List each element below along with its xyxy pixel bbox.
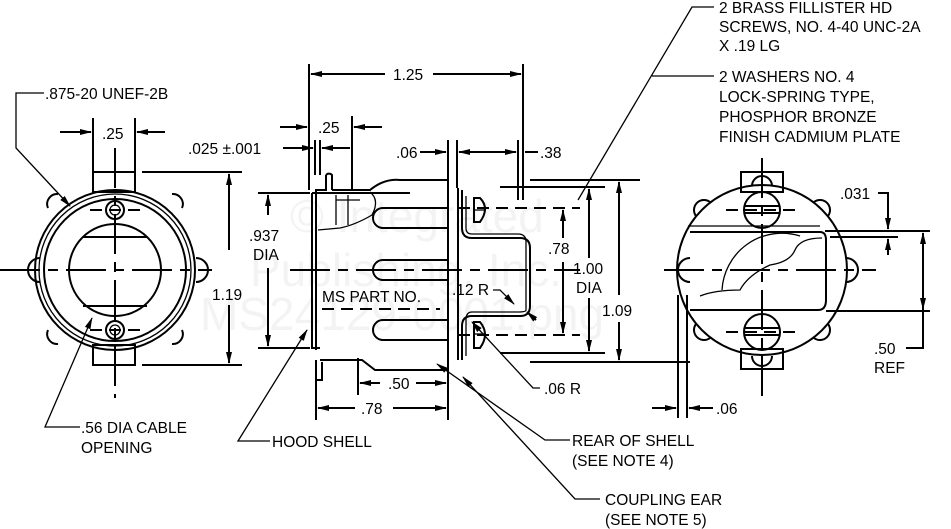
hood-body (320, 178, 449, 371)
body-length-dim: .78 (361, 401, 383, 418)
inner-dia-value: .937 (249, 228, 279, 245)
wall-thickness-dim: .025 ±.001 (188, 141, 261, 158)
front-height-dim: 1.19 (212, 287, 242, 304)
hood-shell-label: HOOD SHELL (272, 434, 372, 451)
rear-ear-thickness-dim: .06 (716, 401, 738, 418)
corner-radius-dim: .06 R (544, 381, 581, 398)
watermark: © Integrated Publishing, Inc. MS24129-00… (200, 190, 604, 340)
slot-length-dim: .50 (388, 376, 410, 393)
ref-value-dim: .50 (874, 341, 896, 358)
front-ear-width-dim: .25 (102, 126, 124, 143)
offset-dim: .031 (840, 186, 870, 203)
cable-opening-label-2: OPENING (81, 440, 152, 457)
inner-dia-unit: DIA (253, 247, 280, 264)
side-view: MS PART NO. 1.25 .25 (188, 64, 722, 529)
front-view: .25 1.19 .875-20 UNEF-2B .56 DIA CABLE O… (0, 86, 242, 457)
screws-note-line1: 2 BRASS FILLISTER HD (719, 0, 892, 17)
washers-note-line4: FINISH CADMIUM PLATE (719, 129, 900, 146)
flange-width-dim: .25 (318, 120, 340, 137)
coupling-ear-label-1: COUPLING EAR (605, 492, 722, 509)
overall-height-dim: 1.09 (602, 303, 632, 320)
ms-part-number-label: MS PART NO. (322, 289, 421, 306)
rear-of-shell-label-1: REAR OF SHELL (572, 433, 695, 450)
ear-spacing-dim: .78 (548, 241, 570, 258)
ear-length-dim: .38 (540, 145, 562, 162)
cable-opening-label-1: .56 DIA CABLE (81, 420, 187, 437)
front-screw-top (90, 200, 143, 220)
rear-of-shell-label-2: (SEE NOTE 4) (572, 453, 674, 470)
washers-note-line3: PHOSPHOR BRONZE (719, 109, 877, 126)
outer-dia-value: 1.00 (573, 261, 604, 278)
screws-leader (577, 6, 714, 201)
thread-callout: .875-20 UNEF-2B (45, 86, 168, 103)
screws-note-line2: SCREWS, NO. 4-40 UNC-2A (719, 19, 921, 36)
watermark-line1: © Integrated (290, 190, 544, 242)
ear-thickness-dim: .06 (396, 145, 418, 162)
side-screw-top (473, 197, 486, 223)
hardware-notes: 2 BRASS FILLISTER HD SCREWS, NO. 4-40 UN… (577, 0, 921, 201)
front-screw-bottom (90, 320, 143, 340)
overall-length-dim: 1.25 (393, 67, 423, 84)
washers-note-line2: LOCK-SPRING TYPE, (719, 89, 875, 106)
rear-view: .031 .50 REF .06 (652, 158, 930, 418)
ref-label: REF (874, 360, 905, 377)
bend-radius-dim: .12 R (452, 282, 489, 299)
outer-dia-unit: DIA (576, 280, 603, 297)
screws-note-line3: X .19 LG (719, 38, 780, 55)
washers-note-line1: 2 WASHERS NO. 4 (719, 69, 855, 86)
coupling-ear-label-2: (SEE NOTE 5) (605, 512, 707, 529)
